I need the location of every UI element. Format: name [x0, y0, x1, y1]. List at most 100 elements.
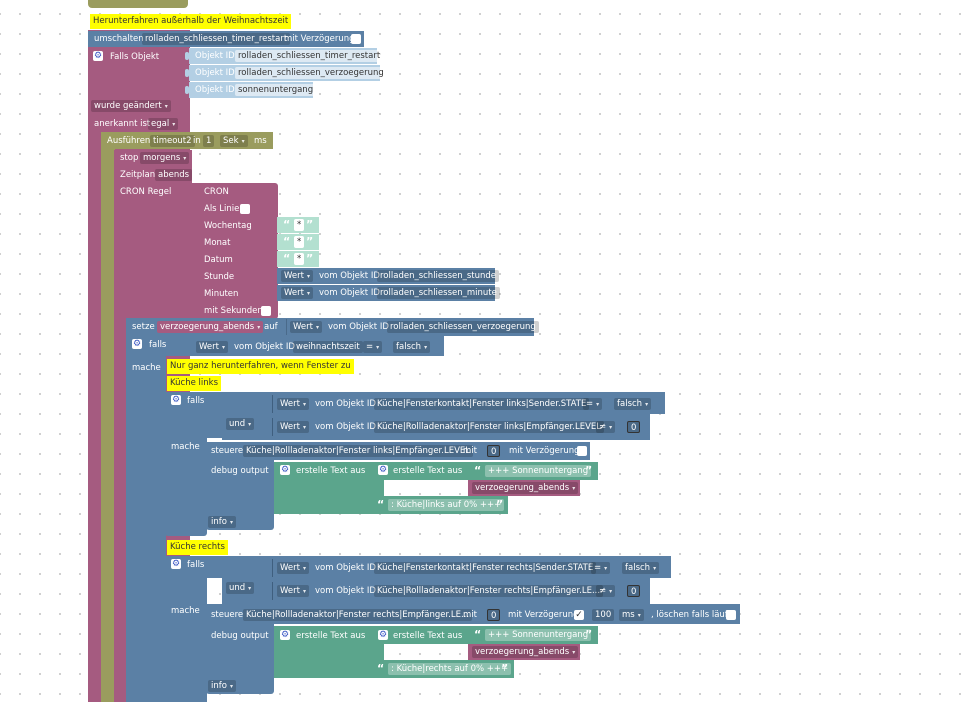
set-value-block[interactable] [286, 319, 533, 335]
rechts-delay-value[interactable]: 100 [592, 609, 615, 621]
links-cond2-op-dropdown[interactable]: ≠▾ [596, 421, 616, 433]
rechts-cond2-op-dropdown[interactable]: ≠▾ [596, 585, 616, 597]
rechts-clear-checkbox[interactable] [726, 610, 736, 620]
links-cond1-op-dropdown[interactable]: =▾ [583, 398, 603, 410]
links-text1-field[interactable]: +++ Sonnenuntergang [485, 465, 592, 477]
set-value-text: Wert [293, 322, 313, 332]
rechts-text2-block[interactable] [372, 660, 514, 678]
timeout-value-field[interactable]: 1 [203, 135, 215, 147]
outer-op-dropdown[interactable]: =▾ [363, 341, 383, 353]
plan-field[interactable]: abends [155, 169, 193, 181]
comment-window-closed[interactable]: Nur ganz herunterfahren, wenn Fenster zu [167, 359, 354, 374]
rechts-cond2-block[interactable] [272, 582, 649, 600]
minute-object-field[interactable]: rolladen_schliessen_minute [377, 287, 500, 299]
links-info-dropdown[interactable]: info▾ [208, 516, 236, 528]
links-delay-checkbox[interactable] [577, 446, 587, 456]
date-value[interactable]: * [294, 253, 305, 265]
outer-compare-text: falsch [396, 342, 422, 352]
toggle-block[interactable] [88, 31, 364, 47]
links-cond1-compare-dropdown[interactable]: falsch▾ [614, 398, 652, 410]
minute-value-dropdown[interactable]: Wert▾ [281, 287, 313, 299]
month-value[interactable]: * [294, 236, 305, 248]
as-line-checkbox[interactable] [240, 204, 250, 214]
rechts-cond1-compare-dropdown[interactable]: falsch▾ [622, 562, 660, 574]
quote-open: “ [474, 628, 482, 641]
gear-icon[interactable]: ⚙ [378, 630, 388, 640]
links-if-label: falls [187, 396, 205, 406]
set-object-field[interactable]: rolladen_schliessen_verzoegerung [387, 321, 539, 333]
toggle-delay-checkbox[interactable] [351, 34, 361, 44]
chevron-down-icon: ▾ [302, 565, 306, 572]
rechts-text2-field[interactable]: : Küche|rechts auf 0% +++ [388, 663, 512, 675]
rechts-var-dropdown[interactable]: verzoegerung_abends▾ [472, 646, 579, 658]
links-text-outer [274, 462, 374, 514]
rechts-control-value[interactable]: 0 [487, 609, 501, 621]
links-text1-block[interactable] [468, 462, 598, 480]
links-control-object-field[interactable]: Küche|Rollladenaktor|Fenster links|Empfä… [243, 445, 474, 457]
toggle-var-dropdown[interactable]: rolladen_schliessen_timer_restart [142, 33, 291, 45]
set-var-dropdown[interactable]: verzoegerung_abends▾ [157, 321, 264, 333]
object-id-value-2[interactable]: rolladen_schliessen_verzoegerung [235, 67, 387, 79]
gear-icon[interactable]: ⚙ [280, 630, 290, 640]
links-var-dropdown[interactable]: verzoegerung_abends▾ [472, 482, 579, 494]
rechts-text1-block[interactable] [468, 626, 598, 644]
rechts-delay-unit-dropdown[interactable]: ms▾ [619, 609, 644, 621]
outer-compare-dropdown[interactable]: falsch▾ [393, 341, 431, 353]
rechts-cond1-op-dropdown[interactable]: =▾ [591, 562, 611, 574]
rechts-cond2-value-dropdown[interactable]: Wert▾ [277, 585, 309, 597]
gear-icon[interactable]: ⚙ [280, 465, 290, 475]
object-id-value-3[interactable]: sonnenuntergang [235, 84, 317, 96]
links-with-label: mit [463, 446, 477, 456]
stop-dropdown[interactable]: morgens▾ [140, 152, 190, 164]
chevron-down-icon: ▾ [257, 324, 261, 331]
rechts-cond1-value-dropdown[interactable]: Wert▾ [277, 562, 309, 574]
gear-icon[interactable]: ⚙ [171, 395, 181, 405]
rechts-control-object-field[interactable]: Küche|Rollladenaktor|Fenster rechts|Empf… [243, 609, 473, 621]
chevron-down-icon: ▾ [306, 290, 310, 297]
links-cond2-block[interactable] [272, 418, 649, 436]
hour-object-field[interactable]: rolladen_schliessen_stunde [377, 270, 500, 282]
set-value-dropdown[interactable]: Wert▾ [290, 321, 322, 333]
rechts-cond2-number[interactable]: 0 [627, 585, 641, 597]
links-control-value[interactable]: 0 [487, 445, 501, 457]
links-cond1-object-field[interactable]: Küche|Fensterkontakt|Fenster links|Sende… [374, 398, 590, 410]
rechts-text1-field[interactable]: +++ Sonnenuntergang [485, 629, 592, 641]
links-cond1-block[interactable] [272, 395, 665, 413]
gear-icon[interactable]: ⚙ [378, 465, 388, 475]
changed-dropdown[interactable]: wurde geändert▾ [91, 100, 171, 112]
comment-links[interactable]: Küche links [167, 376, 221, 391]
comment-top[interactable]: Herunterfahren außerhalb der Weihnachtsz… [90, 14, 292, 29]
rechts-cond2-object-field[interactable]: Küche|Rollladenaktor|Fenster rechts|Empf… [374, 585, 604, 597]
outer-value-dropdown[interactable]: Wert▾ [196, 341, 228, 353]
comment-rechts[interactable]: Küche rechts [167, 540, 228, 555]
links-cond2-value-dropdown[interactable]: Wert▾ [277, 421, 309, 433]
gear-icon[interactable]: ⚙ [93, 51, 103, 61]
hour-value-block[interactable] [277, 268, 495, 284]
hour-value-dropdown[interactable]: Wert▾ [281, 270, 313, 282]
minute-value-block[interactable] [277, 285, 495, 301]
rechts-create-text-label: erstelle Text aus [296, 631, 366, 641]
rechts-and-dropdown[interactable]: und▾ [226, 582, 255, 594]
links-text2-field[interactable]: : Küche|links auf 0% +++ [388, 499, 505, 511]
gear-icon[interactable]: ⚙ [132, 339, 142, 349]
links-text2-block[interactable] [372, 496, 508, 514]
rechts-delay-checkbox[interactable]: ✓ [574, 610, 584, 620]
rechts-cond1-object-field[interactable]: Küche|Fensterkontakt|Fenster rechts|Send… [374, 562, 597, 574]
timeout-name-field[interactable]: timeout2 [150, 135, 195, 147]
links-cond2-number[interactable]: 0 [627, 421, 641, 433]
cron-rule-label: CRON Regel [120, 187, 172, 197]
links-cond2-object-field[interactable]: Küche|Rollladenaktor|Fenster links|Empfä… [374, 421, 605, 433]
gear-icon[interactable]: ⚙ [171, 559, 181, 569]
rechts-info-dropdown[interactable]: info▾ [208, 680, 236, 692]
rechts-var-block[interactable] [468, 644, 580, 660]
outer-object-field[interactable]: weihnachtszeit [293, 341, 363, 353]
rechts-cond1-block[interactable] [272, 559, 671, 577]
with-seconds-checkbox[interactable] [261, 306, 271, 316]
object-id-value-1[interactable]: rolladen_schliessen_timer_restart [235, 50, 384, 62]
links-and-dropdown[interactable]: und▾ [226, 418, 255, 430]
links-var-block[interactable] [468, 480, 580, 496]
links-cond1-value-dropdown[interactable]: Wert▾ [277, 398, 309, 410]
ack-dropdown[interactable]: egal▾ [148, 118, 179, 130]
weekday-value[interactable]: * [294, 219, 305, 231]
timeout-unit-dropdown[interactable]: Sek▾ [220, 135, 248, 147]
